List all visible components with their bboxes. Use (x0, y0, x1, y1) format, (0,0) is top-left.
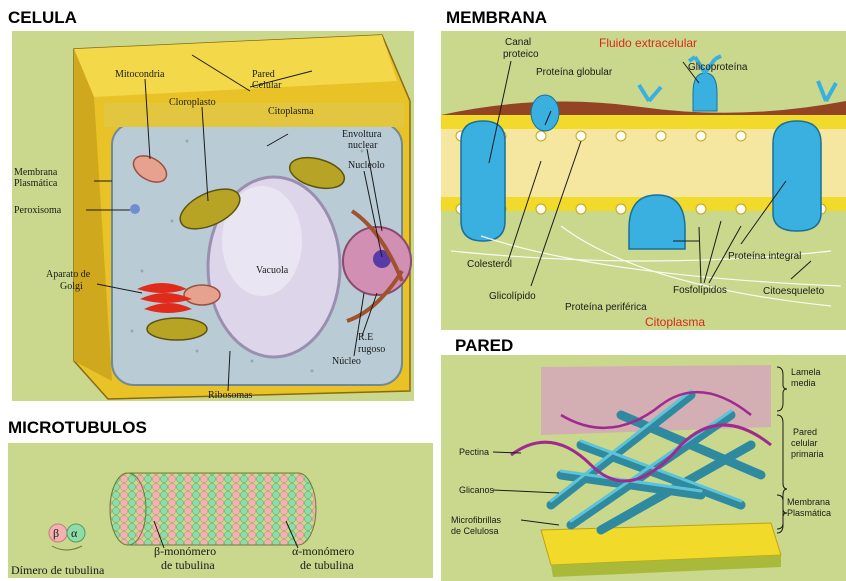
label-alpha-monomero-1: α-monómero (292, 544, 354, 558)
label-proteina-integral: Proteína integral (728, 251, 801, 262)
label-beta-monomero-2: de tubulina (161, 558, 215, 572)
label-pared-3: primaria (791, 449, 824, 459)
cell-wall-diagram-panel: Lamela media Pectina Pared celular prima… (441, 355, 846, 581)
label-alpha-monomero-2: de tubulina (300, 558, 354, 572)
membrana-title: MEMBRANA (446, 8, 547, 28)
label-glicanos: Glicanos (459, 485, 495, 495)
cell-diagram-panel: Mitocondria Pared Celular Cloroplasto Ci… (12, 31, 414, 401)
mitochondrion-shape-2 (184, 285, 220, 305)
label-lamela-2: media (791, 378, 816, 388)
celula-title: CELULA (8, 8, 77, 28)
label-citoesqueleto: Citoesqueleto (763, 286, 825, 297)
beta-symbol: β (53, 526, 59, 540)
label-vacuola: Vacuola (256, 265, 289, 276)
globular-protein-shape (531, 95, 559, 131)
dimer-brace (52, 546, 82, 550)
wall-inner-ledge (104, 103, 404, 127)
label-microfibrillas-2: de Celulosa (451, 526, 499, 536)
alpha-symbol: α (71, 526, 78, 540)
label-nucleo: Núcleo (332, 356, 361, 367)
label-beta-monomero-1: β-monómero (154, 544, 216, 558)
peroxisome-shape (130, 204, 140, 214)
label-golgi-1: Aparato de (46, 269, 91, 280)
chloroplast-shape-3 (147, 318, 207, 340)
label-pectina: Pectina (459, 447, 489, 457)
label-fosfolipidos: Fosfolípidos (673, 285, 727, 296)
label-envoltura-1: Envoltura (342, 129, 382, 140)
label-peroxisoma: Peroxisoma (14, 205, 62, 216)
label-pared-1: Pared (252, 69, 275, 80)
label-citoplasma: Citoplasma (645, 315, 705, 329)
label-nucleolo: Nucleolo (348, 160, 385, 171)
label-membrana-2: Plasmática (14, 178, 58, 189)
label-canal-2: proteico (503, 49, 539, 60)
label-proteina-periferica: Proteína periférica (565, 302, 647, 313)
membrane-illustration: Canal proteico Fluido extracelular Prote… (441, 31, 846, 330)
layer-braces (777, 367, 787, 533)
label-re-1: R.E (358, 332, 373, 343)
integral-protein-shape (773, 121, 821, 231)
microtubulos-title: MICROTUBULOS (8, 418, 147, 438)
glycoprotein-shape (693, 73, 717, 111)
label-pared-2: Celular (252, 80, 282, 91)
label-membrana-1: Membrana (14, 167, 58, 178)
cell-wall-illustration: Lamela media Pectina Pared celular prima… (441, 355, 846, 581)
label-colesterol: Colesterol (467, 259, 512, 270)
protein-channel-shape (461, 121, 505, 241)
label-pared-2: celular (791, 438, 818, 448)
label-dimero-tubulina: Dímero de tubulina (11, 563, 105, 577)
label-glicoproteina: Glicoproteína (688, 62, 748, 73)
label-envoltura-2: nuclear (348, 140, 378, 151)
label-mitocondria: Mitocondria (115, 69, 165, 80)
label-membrana-1: Membrana (787, 497, 830, 507)
microtubule-illustration: β α Dímero de tubulina β-monómero de tub… (8, 443, 433, 578)
microtubule-end (110, 473, 146, 545)
label-fluido-extracelular: Fluido extracelular (599, 36, 697, 50)
pared-title: PARED (455, 336, 513, 356)
plant-cell-illustration: Mitocondria Pared Celular Cloroplasto Ci… (12, 31, 414, 401)
label-citoplasma: Citoplasma (268, 106, 314, 117)
label-canal-1: Canal (505, 37, 531, 48)
label-golgi-2: Golgi (60, 281, 83, 292)
label-microfibrillas-1: Microfibrillas (451, 515, 502, 525)
microtubule-diagram-panel: β α Dímero de tubulina β-monómero de tub… (8, 443, 433, 578)
label-membrana-2: Plasmática (787, 508, 831, 518)
label-cloroplasto: Cloroplasto (169, 97, 216, 108)
membrane-diagram-panel: Canal proteico Fluido extracelular Prote… (441, 31, 846, 330)
label-lamela-1: Lamela (791, 367, 821, 377)
label-proteina-globular: Proteína globular (536, 67, 613, 78)
label-re-2: rugoso (358, 344, 385, 355)
label-glicolipido: Glicolípido (489, 291, 536, 302)
label-pared-1: Pared (793, 427, 817, 437)
label-ribosomas: Ribosomas (208, 390, 253, 401)
